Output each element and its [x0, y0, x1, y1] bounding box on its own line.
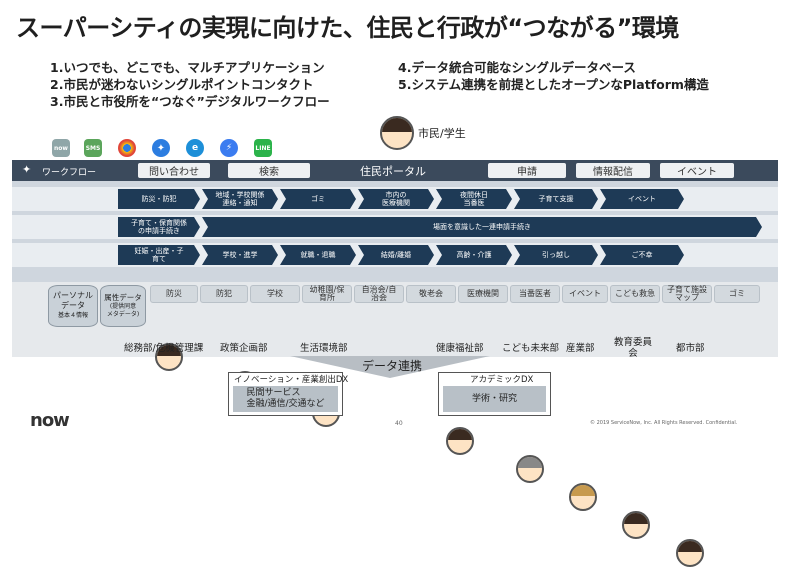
attribute-data-label: 属性データ [104, 293, 142, 302]
flow-r3-6[interactable]: 引っ越し [514, 245, 598, 265]
flow-r2-1[interactable]: 子育て・保育関係 の申請手続き [118, 217, 200, 237]
dept-label-7: 教育委員 会 [614, 337, 653, 359]
point-2: 2.市民が迷わないシングルポイントコンタクト [50, 77, 314, 92]
point-5: 5.システム連携を前提としたオープンなPlatform構造 [398, 77, 709, 92]
dept-avatar-6 [569, 483, 597, 511]
category-12[interactable]: ゴミ [714, 285, 760, 303]
copyright: © 2019 ServiceNow, Inc. All Rights Reser… [590, 420, 738, 426]
event-button[interactable]: イベント [660, 163, 734, 178]
flow-r1-3[interactable]: ゴミ [280, 189, 356, 209]
category-2[interactable]: 防犯 [200, 285, 248, 303]
flow-r3-5[interactable]: 高齢・介護 [436, 245, 512, 265]
workflow-label: ワークフロー [42, 168, 97, 178]
category-10[interactable]: こども救急 [610, 285, 660, 303]
academic-title: アカデミックDX [470, 375, 534, 385]
info-button[interactable]: 情報配信 [576, 163, 650, 178]
flow-r1-4[interactable]: 市内の 医療機関 [358, 189, 434, 209]
apply-button[interactable]: 申請 [488, 163, 566, 178]
point-1: 1.いつでも、どこでも、マルチアプリケーション [50, 60, 325, 75]
personal-data-db[interactable]: パーソナル データ 基本４情報 [48, 285, 98, 327]
flow-r1-7[interactable]: イベント [600, 189, 684, 209]
sms-icon[interactable]: SMS [84, 139, 102, 157]
portal-title: 住民ポータル [360, 165, 426, 178]
dept-avatar-4 [446, 427, 474, 455]
data-link-label: データ連携 [362, 359, 423, 373]
innovation-body[interactable]: 民間サービス 金融/通信/交通など [233, 386, 338, 412]
attribute-data-db[interactable]: 属性データ (提供同意 メタデータ) [100, 285, 146, 327]
flow-r3-2[interactable]: 学校・進学 [202, 245, 278, 265]
page-number: 40 [395, 420, 403, 427]
dept-avatar-8 [676, 539, 704, 567]
points-left: 1.いつでも、どこでも、マルチアプリケーション 2.市民が迷わないシングルポイン… [50, 59, 330, 110]
innovation-title: イノベーション・産業創出DX [234, 375, 349, 385]
category-11[interactable]: 子育て施設 マップ [662, 285, 712, 303]
category-8[interactable]: 当番医者 [510, 285, 560, 303]
category-1[interactable]: 防災 [150, 285, 198, 303]
points-right: 4.データ統合可能なシングルデータベース 5.システム連携を前提としたオープンな… [398, 59, 709, 93]
now-logo: now [30, 410, 70, 431]
point-3: 3.市民と市役所を“つなぐ”デジタルワークフロー [50, 94, 330, 109]
category-4[interactable]: 幼稚園/保 育所 [302, 285, 352, 303]
category-5[interactable]: 自治会/自 治会 [354, 285, 404, 303]
academic-body[interactable]: 学術・研究 [443, 386, 546, 412]
citizen-avatar [380, 116, 414, 150]
workflow-icon: ✦ [22, 163, 32, 176]
page-title: スーパーシティの実現に向けた、住民と行政が“つながる”環境 [16, 14, 679, 42]
personal-data-label: パーソナル データ [53, 291, 93, 310]
category-7[interactable]: 医療機関 [458, 285, 508, 303]
dept-label-3: 生活環境部 [300, 343, 348, 354]
personal-data-sub: 基本４情報 [57, 312, 88, 319]
line-icon[interactable]: LINE [254, 139, 272, 157]
chrome-icon[interactable] [118, 139, 136, 157]
attribute-data-sub: (提供同意 メタデータ) [106, 303, 140, 318]
dept-label-2: 政策企画部 [220, 343, 268, 354]
edge-icon[interactable]: e [186, 139, 204, 157]
point-4: 4.データ統合可能なシングルデータベース [398, 60, 636, 75]
flow-r1-1[interactable]: 防災・防犯 [118, 189, 200, 209]
category-3[interactable]: 学校 [250, 285, 300, 303]
flow-r3-3[interactable]: 就職・退職 [280, 245, 356, 265]
dept-label-8: 都市部 [676, 343, 705, 354]
flow-r1-5[interactable]: 夜間休日 当番医 [436, 189, 512, 209]
now-icon[interactable]: now [52, 139, 70, 157]
inquiry-button[interactable]: 問い合わせ [138, 163, 210, 178]
flow-r1-2[interactable]: 地域・学校関係 連絡・通知 [202, 189, 278, 209]
dept-label-5: こども未来部 [502, 343, 560, 354]
dept-avatar-1 [155, 343, 183, 371]
safari-icon[interactable]: ✦ [152, 139, 170, 157]
flow-r2-2[interactable]: 場面を意識した一連申請手続き [202, 217, 762, 237]
messenger-icon[interactable]: ⚡ [220, 139, 238, 157]
dept-label-6: 産業部 [566, 343, 595, 354]
category-9[interactable]: イベント [562, 285, 608, 303]
citizen-label: 市民/学生 [418, 127, 466, 140]
flow-r3-1[interactable]: 妊娠・出産・子 育て [118, 245, 200, 265]
search-button[interactable]: 検索 [228, 163, 310, 178]
dept-label-4: 健康福祉部 [436, 343, 484, 354]
dept-label-1: 総務部/危機管理課 [124, 343, 204, 354]
dept-avatar-5 [516, 455, 544, 483]
dept-avatar-7 [622, 511, 650, 539]
data-link-arrow [290, 356, 490, 378]
flow-r1-6[interactable]: 子育て支援 [514, 189, 598, 209]
category-6[interactable]: 敬老会 [406, 285, 456, 303]
flow-r3-7[interactable]: ご不幸 [600, 245, 684, 265]
flow-r3-4[interactable]: 結婚/離婚 [358, 245, 434, 265]
